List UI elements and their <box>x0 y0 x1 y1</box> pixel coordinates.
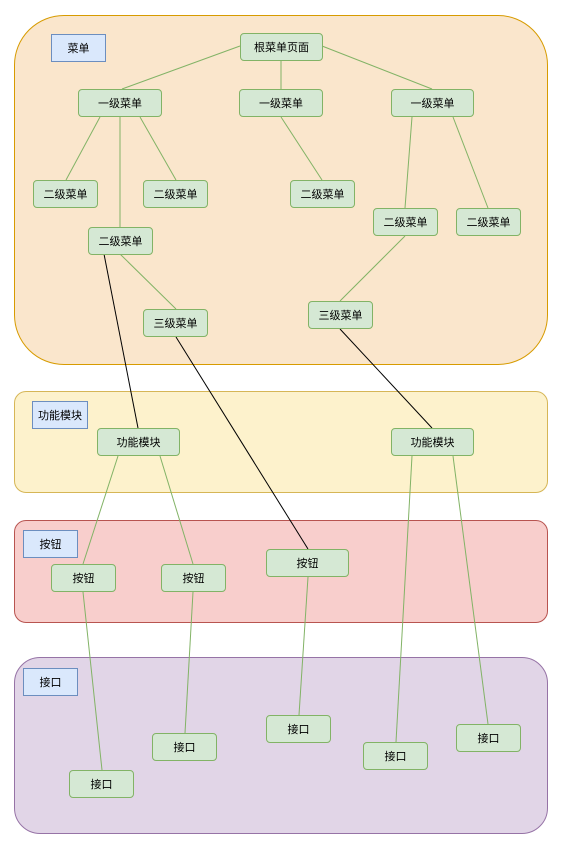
link-m3b-fn2 <box>339 328 433 429</box>
link-m1a-m2a <box>65 116 101 181</box>
link-btn1-api1 <box>82 591 103 771</box>
link-m2e-m3b <box>339 235 406 302</box>
level2-menu-node[interactable]: 二级菜单 <box>290 180 355 208</box>
level2-menu-node[interactable]: 二级菜单 <box>373 208 438 236</box>
level1-menu-node[interactable]: 一级菜单 <box>239 89 323 117</box>
link-m1c-m2e <box>404 116 413 209</box>
function-module-node[interactable]: 功能模块 <box>97 428 180 456</box>
root-menu-node[interactable]: 根菜单页面 <box>240 33 323 61</box>
interface-node[interactable]: 接口 <box>266 715 331 743</box>
interface-node[interactable]: 接口 <box>363 742 428 770</box>
button-node[interactable]: 按钮 <box>51 564 116 592</box>
link-root-m1c <box>321 45 433 90</box>
link-m3a-btn3 <box>175 336 309 550</box>
link-btn3-api3 <box>298 576 309 716</box>
link-fn2-api4 <box>395 455 413 743</box>
link-fn2-api5 <box>452 455 489 725</box>
level1-menu-node[interactable]: 一级菜单 <box>78 89 162 117</box>
function-layer-tag: 功能模块 <box>32 401 88 429</box>
interface-node[interactable]: 接口 <box>456 724 521 752</box>
level2-menu-node[interactable]: 二级菜单 <box>143 180 208 208</box>
interface-layer-tag: 接口 <box>23 668 78 696</box>
level2-menu-node[interactable]: 二级菜单 <box>33 180 98 208</box>
link-m1c-m2f <box>452 116 489 209</box>
button-layer-tag: 按钮 <box>23 530 78 558</box>
link-fn1-btn1 <box>82 455 119 565</box>
level2-menu-node[interactable]: 二级菜单 <box>88 227 153 255</box>
link-root-m1a <box>121 45 241 90</box>
menu-layer-tag: 菜单 <box>51 34 106 62</box>
link-fn1-btn2 <box>159 455 194 565</box>
link-btn2-api2 <box>184 591 194 734</box>
level3-menu-node[interactable]: 三级菜单 <box>143 309 208 337</box>
interface-node[interactable]: 接口 <box>69 770 134 798</box>
button-node[interactable]: 按钮 <box>266 549 349 577</box>
link-m1b-m2d <box>280 116 323 181</box>
level2-menu-node[interactable]: 二级菜单 <box>456 208 521 236</box>
level1-menu-node[interactable]: 一级菜单 <box>391 89 474 117</box>
link-m2c-fn1 <box>103 253 139 429</box>
link-m1a-m2b <box>139 116 177 181</box>
level3-menu-node[interactable]: 三级菜单 <box>308 301 373 329</box>
link-m2c-m3a <box>119 253 177 310</box>
function-module-node[interactable]: 功能模块 <box>391 428 474 456</box>
interface-node[interactable]: 接口 <box>152 733 217 761</box>
button-node[interactable]: 按钮 <box>161 564 226 592</box>
